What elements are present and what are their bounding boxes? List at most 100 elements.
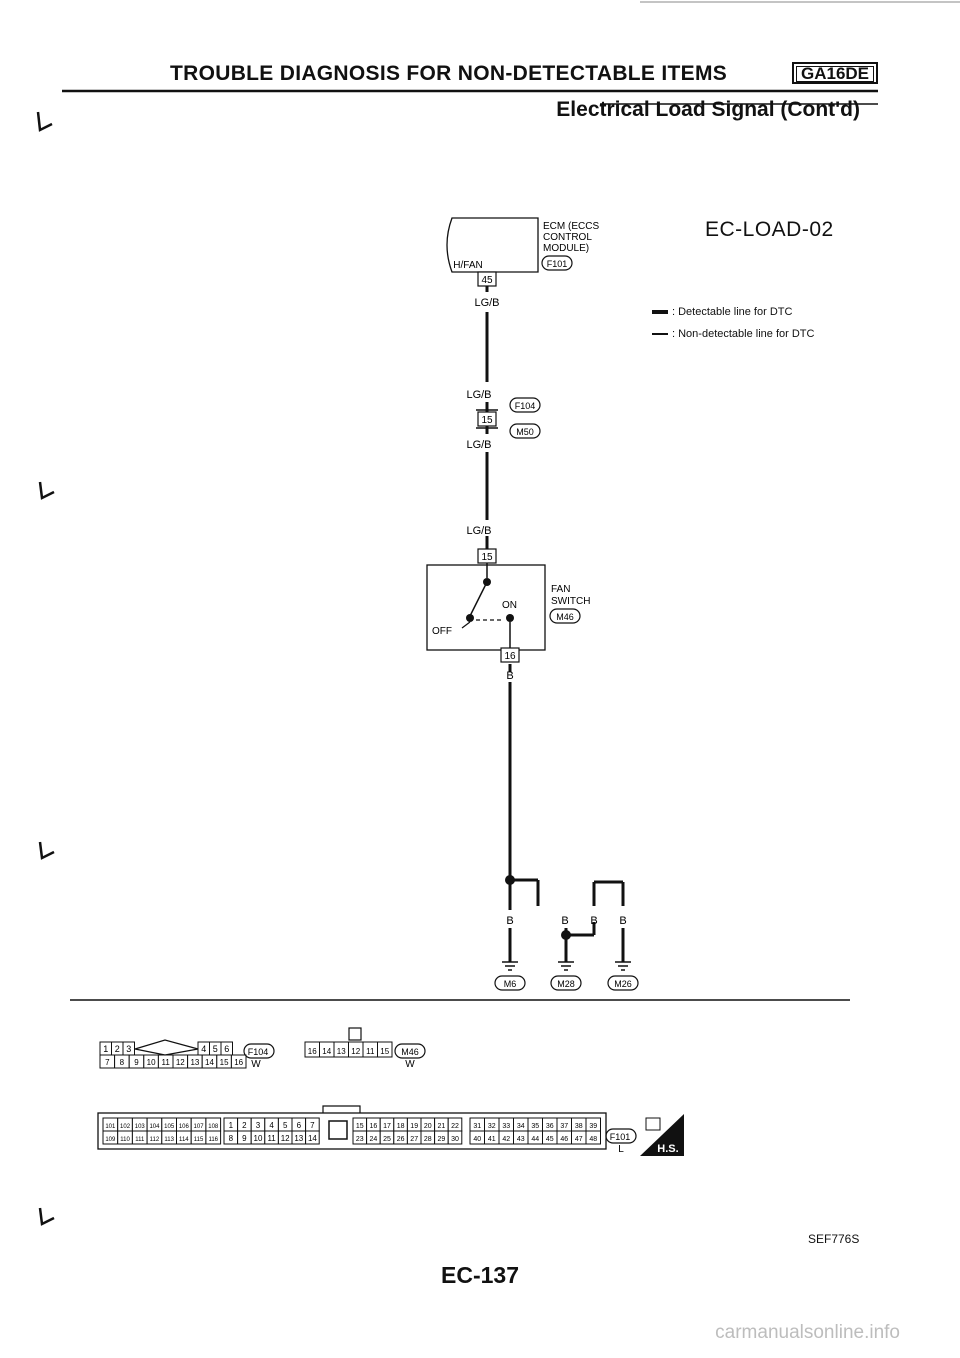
- joint-terminal-number: 15: [481, 415, 493, 426]
- connector-cell-number: 114: [179, 1137, 189, 1143]
- connector-frame: [97, 1112, 607, 1150]
- connector-cell-number: 25: [383, 1136, 391, 1143]
- connector-cell-number: 7: [310, 1121, 315, 1130]
- connector-cell-number: 109: [105, 1137, 116, 1143]
- f104-view-color: W: [251, 1059, 261, 1070]
- connector-cell-number: 108: [208, 1124, 219, 1130]
- connector-cell: [305, 1130, 320, 1145]
- wire-runs: [485, 286, 625, 962]
- diagram-code: EC-LOAD-02: [705, 218, 834, 241]
- splice-point: [561, 930, 571, 940]
- connector-cell: [377, 1041, 393, 1058]
- hs-badge-text: H.S.: [657, 1143, 678, 1155]
- connector-cell-number: 10: [254, 1134, 263, 1143]
- connector-cell-number: 11: [366, 1047, 375, 1056]
- wire-label-9: B: [619, 915, 626, 927]
- connector-cell-number: 5: [213, 1044, 218, 1054]
- connector-cell-number: 16: [234, 1058, 243, 1067]
- ground-m28: M28: [557, 979, 575, 989]
- connector-cell-number: 6: [224, 1044, 229, 1054]
- connector-cell-number: 34: [517, 1123, 525, 1130]
- connector-cell-number: 7: [105, 1058, 110, 1067]
- connector-cell-number: 106: [179, 1124, 190, 1130]
- connector-cell-number: 19: [410, 1123, 418, 1130]
- connector-cell-number: 22: [451, 1123, 459, 1130]
- connector-cell-number: 23: [356, 1136, 364, 1143]
- connector-cell-number: 112: [150, 1137, 160, 1143]
- connector-cell-number: 18: [397, 1123, 405, 1130]
- connector-cell-number: 39: [589, 1123, 597, 1130]
- thin-line-icon: [652, 333, 668, 335]
- fan-switch-out-terminal: 16: [504, 651, 516, 662]
- engine-badge-label: GA16DE: [796, 65, 874, 82]
- connector-cell-number: 43: [517, 1136, 525, 1143]
- f101-view-color: L: [618, 1144, 624, 1155]
- connector-cell-number: 40: [473, 1136, 481, 1143]
- splice-point: [505, 875, 515, 885]
- connector-cell-number: 15: [220, 1058, 229, 1067]
- thick-line-icon: [652, 310, 668, 314]
- connector-cell-number: 8: [120, 1058, 125, 1067]
- connector-cell-number: 44: [531, 1136, 539, 1143]
- connector-cell-number: 5: [283, 1121, 288, 1130]
- connector-cell-number: 9: [242, 1134, 247, 1143]
- connector-cell-number: 9: [134, 1058, 139, 1067]
- connector-latch: [134, 1039, 199, 1056]
- connector-cell-number: 24: [370, 1136, 378, 1143]
- connector-cell-number: 102: [120, 1124, 131, 1130]
- connector-cell-number: 103: [135, 1124, 146, 1130]
- connector-cell-number: 16: [308, 1047, 317, 1056]
- legend-non-detectable-text: : Non-detectable line for DTC: [672, 328, 815, 340]
- watermark-text: carmanualsonline.info: [715, 1322, 900, 1343]
- legend-non-detectable: : Non-detectable line for DTC: [652, 328, 814, 340]
- ecm-unit: ECM (ECCS CONTROL MODULE) F101 H/FAN 45: [446, 217, 599, 287]
- connector-cell-number: 1: [229, 1121, 234, 1130]
- connector-cell-number: 30: [451, 1136, 459, 1143]
- legend-detectable: : Detectable line for DTC: [652, 306, 792, 318]
- connector-cell-number: 12: [281, 1134, 290, 1143]
- joint-connector: 15 F104 M50: [476, 397, 541, 439]
- header-rules: [62, 1, 960, 1001]
- connector-id-oval: [243, 1043, 275, 1059]
- connector-cell-number: 21: [438, 1123, 446, 1130]
- connector-cell-number: 14: [205, 1058, 214, 1067]
- connector-cell-number: 10: [147, 1058, 156, 1067]
- ecm-connector-label: F101: [547, 259, 568, 269]
- joint-connector-b: M50: [516, 427, 534, 437]
- connector-cell-number: 35: [531, 1123, 539, 1130]
- connector-cell-number: 37: [560, 1123, 568, 1130]
- wire-label-5: B: [506, 670, 513, 682]
- ground-m6: M6: [504, 979, 517, 989]
- connector-cell-number: 48: [589, 1136, 597, 1143]
- wire-label-8: B: [590, 915, 597, 927]
- connector-cell-number: 38: [575, 1123, 583, 1130]
- connector-cell-number: 101: [105, 1124, 116, 1130]
- connector-cell: [447, 1130, 463, 1145]
- connector-latch: [322, 1105, 361, 1113]
- connector-cell-number: 31: [473, 1123, 481, 1130]
- connector-cell-number: 111: [135, 1137, 145, 1143]
- wire-label-1: LG/B: [474, 297, 499, 309]
- connector-cell-number: 47: [575, 1136, 583, 1143]
- ecm-name-line3: MODULE): [543, 243, 589, 254]
- connector-cell-number: 15: [380, 1047, 389, 1056]
- fan-switch-in-terminal: 15: [481, 552, 493, 563]
- figure-reference: SEF776S: [808, 1232, 860, 1246]
- connector-cell-number: 105: [164, 1124, 175, 1130]
- connector-cell: [205, 1130, 222, 1145]
- connector-cell-number: 33: [502, 1123, 510, 1130]
- engine-badge: GA16DE: [792, 62, 878, 84]
- page-title: TROUBLE DIAGNOSIS FOR NON-DETECTABLE ITE…: [170, 62, 728, 85]
- connector-cell-number: 113: [164, 1137, 174, 1143]
- ground-symbols: [502, 961, 631, 971]
- ecm-name-line1: ECM (ECCS: [543, 221, 599, 232]
- binding-marks: [36, 111, 55, 1226]
- ecm-name-line2: CONTROL: [543, 232, 592, 243]
- fan-switch-off-label: OFF: [432, 626, 452, 637]
- wire-label-3: LG/B: [466, 439, 491, 451]
- connector-cell-number: 3: [126, 1044, 131, 1054]
